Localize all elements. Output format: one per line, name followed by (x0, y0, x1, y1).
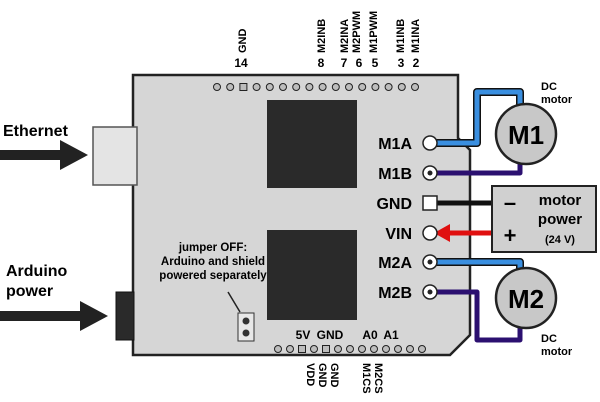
wire-m1a (432, 88, 524, 147)
pin-label-m2cs: M2CS (372, 363, 384, 394)
header-label-a1: A1 (383, 328, 399, 342)
motor-2-caption-line1: DC (541, 333, 557, 345)
jumper-pointer-line (227, 291, 241, 313)
top-header-pin-3 (239, 83, 248, 91)
jumper-note-line2: Arduino and shield (161, 256, 265, 268)
pin-label-m1ina: M1INA (410, 19, 422, 53)
pin-number-6: 6 (356, 56, 363, 70)
top-header-pin-14 (384, 83, 393, 91)
arduino-power-label-line2: power (6, 283, 53, 300)
power-jumper (237, 312, 255, 342)
terminal-label-gnd: GND (376, 196, 412, 213)
header-label-5v: 5V (296, 328, 311, 342)
terminal-label-m2a: M2A (378, 255, 412, 272)
bottom-header-pin-8 (358, 345, 366, 353)
wire-m2b (432, 289, 523, 343)
pin-label-m1pwm: M1PWM (368, 11, 380, 53)
jumper-note-line1: jumper OFF: (178, 242, 247, 254)
shield-board (131, 73, 472, 357)
pin-label-vdd: VDD (304, 363, 316, 386)
top-header-pin-5 (265, 83, 274, 91)
power-jack (115, 291, 135, 341)
pin-label-m1inb: M1INB (395, 19, 407, 53)
bottom-header-pin-5 (322, 345, 330, 353)
terminal-label-m1a: M1A (378, 136, 412, 153)
terminal-m1a (422, 135, 438, 151)
pin-label-gnd-top: GND (237, 29, 249, 54)
power-arrow (0, 301, 108, 331)
pin-label-gnd-bottom-2: GND (328, 363, 340, 388)
motor-2-caption-line2: motor (541, 346, 573, 358)
terminal-label-vin: VIN (385, 226, 412, 243)
pin-label-gnd-bottom: GND (316, 363, 328, 388)
top-header-pin-4 (252, 83, 261, 91)
power-label-line2: power (538, 211, 582, 228)
pin-number-2: 2 (413, 56, 420, 70)
header-label-gnd: GND (317, 328, 344, 342)
top-header-pin-7 (292, 83, 301, 91)
power-minus-sign: – (504, 190, 516, 215)
power-voltage: (24 V) (545, 234, 575, 246)
pin-label-m2ina: M2INA (339, 19, 351, 53)
top-header-pin-1 (213, 83, 221, 91)
jumper-note-line3: powered separately (159, 270, 267, 282)
wire-vin (434, 224, 492, 242)
pin-number-14: 14 (234, 56, 248, 70)
bottom-header-pin-9 (370, 345, 378, 353)
top-header-pin-6 (279, 83, 287, 91)
terminal-label-m2b: M2B (378, 285, 412, 302)
bottom-header-pin-4 (310, 345, 318, 353)
motor-2-label: M2 (508, 284, 544, 314)
bottom-header-pin-11 (394, 345, 402, 353)
pin-number-3: 3 (398, 56, 405, 70)
header-label-a0: A0 (362, 328, 378, 342)
top-header-pin-13 (371, 83, 380, 91)
power-plus-sign: + (504, 223, 517, 248)
motor-power-supply (491, 185, 597, 253)
top-header-pin-8 (305, 83, 314, 91)
terminal-vin (422, 225, 438, 241)
top-header-pin-2 (226, 83, 235, 91)
top-header-pin-12 (358, 83, 367, 91)
top-header-pin-9 (318, 83, 327, 91)
pin-label-m1cs: M1CS (360, 363, 372, 394)
top-header-pin-16 (411, 83, 419, 91)
motor-1-label: M1 (508, 120, 544, 150)
motor-1: M1 (494, 102, 558, 166)
bottom-header-pin-12 (406, 345, 414, 353)
bottom-header-pin-2 (286, 345, 294, 353)
top-header-pin-15 (397, 83, 406, 91)
ethernet-arrow (0, 140, 88, 170)
ethernet-label: Ethernet (3, 123, 69, 140)
top-header-pin-11 (345, 83, 353, 91)
bottom-pin-header (274, 345, 426, 353)
pin-label-m2pwm: M2PWM (351, 11, 363, 53)
bottom-header-pin-13 (418, 345, 426, 353)
terminal-gnd (422, 195, 438, 211)
power-label-line1: motor (539, 192, 582, 209)
motor-1-caption-line2: motor (541, 94, 573, 106)
pin-number-8: 8 (318, 56, 325, 70)
top-header-pin-10 (331, 83, 340, 91)
ethernet-jack (92, 126, 138, 186)
terminal-label-m1b: M1B (378, 166, 412, 183)
top-pin-header (213, 83, 419, 91)
motor-2: M2 (494, 266, 558, 330)
bottom-header-pin-3 (298, 345, 306, 353)
driver-chip-1 (267, 100, 357, 188)
pin-label-m2inb: M2INB (316, 19, 328, 53)
bottom-header-pin-7 (346, 345, 354, 353)
bottom-header-pin-6 (334, 345, 342, 353)
arduino-power-label-line1: Arduino (6, 263, 68, 280)
motor-1-caption-line1: DC (541, 81, 557, 93)
bottom-header-pin-1 (274, 345, 282, 353)
pin-number-7: 7 (341, 56, 348, 70)
bottom-header-pin-10 (382, 345, 390, 353)
pin-number-5: 5 (372, 56, 379, 70)
driver-chip-2 (267, 230, 357, 320)
